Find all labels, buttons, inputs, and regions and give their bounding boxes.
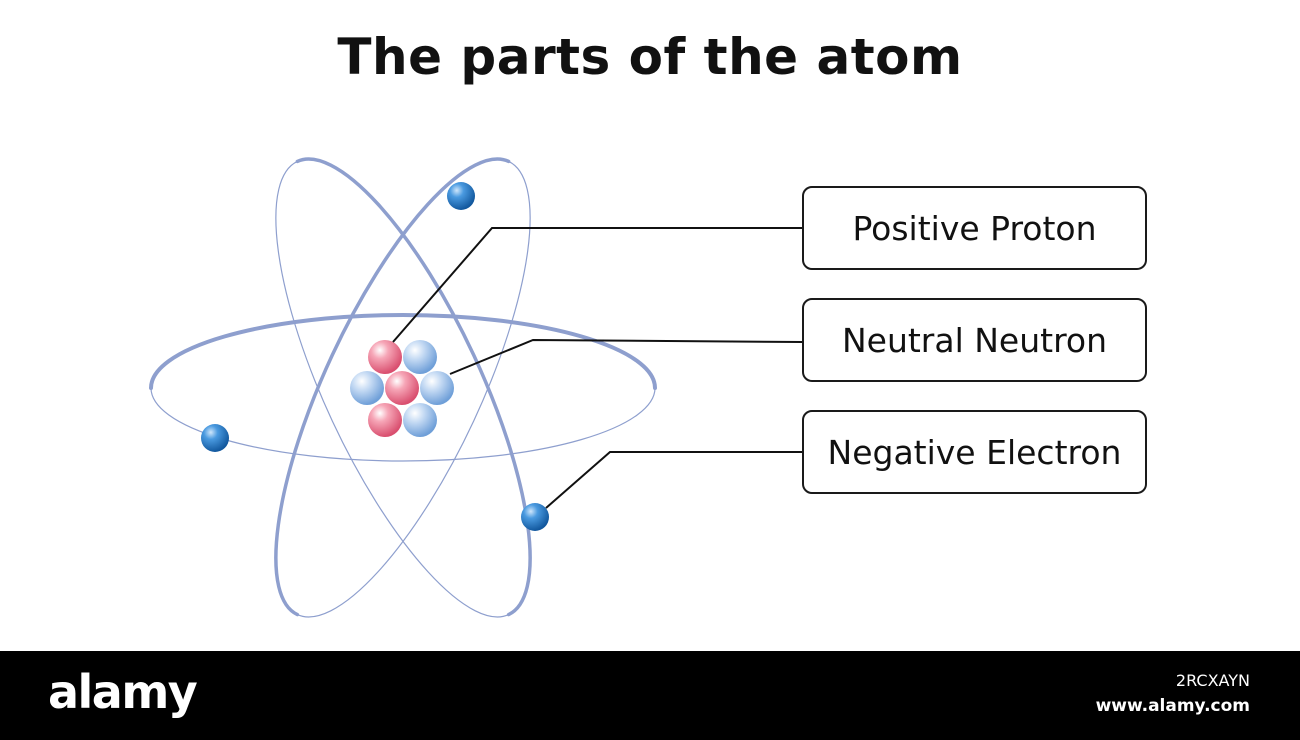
orbit-tilted-left-back [275, 160, 510, 618]
neutron [403, 403, 437, 437]
orbit-tilted-left-front [295, 157, 532, 617]
label-neutral-neutron: Neutral Neutron [802, 298, 1147, 382]
neutron [350, 371, 384, 405]
electrons [201, 182, 549, 531]
proton [368, 340, 402, 374]
orbits [149, 157, 657, 618]
electron [521, 503, 549, 531]
label-negative-electron: Negative Electron [802, 410, 1147, 494]
orbit-horizontal-back [150, 387, 656, 462]
neutron [403, 340, 437, 374]
orbit-horizontal-front [149, 313, 657, 390]
leader-lines [392, 227, 803, 509]
page-title: The parts of the atom [337, 28, 963, 86]
alamy-logo: alamy [48, 665, 198, 719]
label-positive-proton: Positive Proton [802, 186, 1147, 270]
electron [201, 424, 229, 452]
electron [447, 182, 475, 210]
leader-line-proton [392, 227, 802, 343]
proton [368, 403, 402, 437]
neutron [420, 371, 454, 405]
orbit-tilted-right-back [296, 160, 531, 618]
image-id: 2RCXAYN [1175, 671, 1250, 690]
proton [385, 371, 419, 405]
atom-diagram [149, 157, 803, 618]
watermark-footer: alamy 2RCXAYN www.alamy.com [0, 651, 1300, 740]
footer-url: www.alamy.com [1095, 696, 1250, 716]
nucleus [350, 340, 454, 437]
leader-line-electron [545, 451, 802, 509]
orbit-tilted-right-front [274, 157, 511, 617]
leader-line-neutron [449, 338, 803, 375]
